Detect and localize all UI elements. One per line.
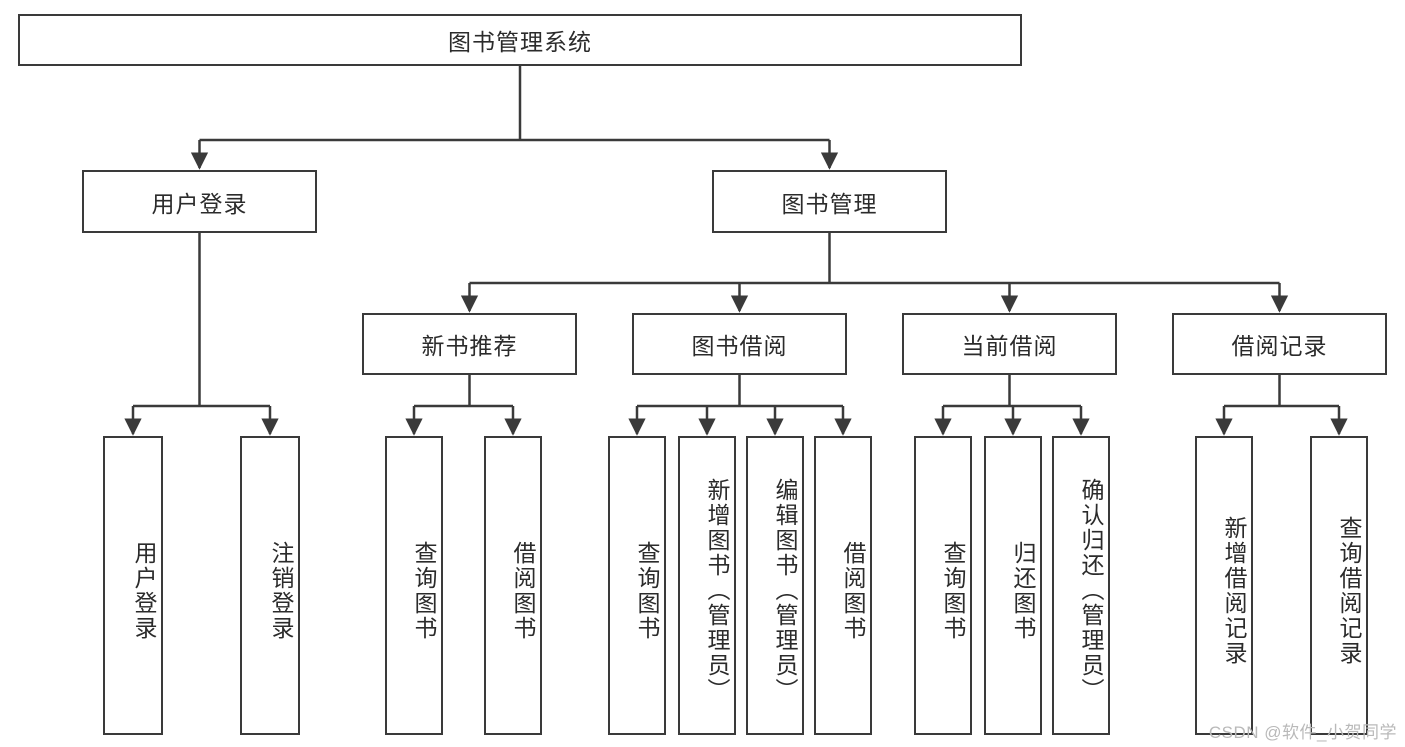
node-leaf-nb-borrow[interactable]: 借阅图书 xyxy=(484,436,542,735)
node-newbook[interactable]: 新书推荐 xyxy=(362,313,577,375)
node-leaf-bo-add[interactable]: 新增图书（管理员） xyxy=(678,436,736,735)
node-label: 用户登录 xyxy=(131,540,157,641)
watermark-text: CSDN @软件_小贺同学 xyxy=(1208,723,1397,742)
node-label: 新增图书（管理员） xyxy=(704,478,730,703)
node-label: 图书借阅 xyxy=(691,333,788,359)
node-label: 编辑图书（管理员） xyxy=(772,478,798,703)
node-label: 图书管理系统 xyxy=(448,29,592,55)
node-label: 归还图书 xyxy=(1010,540,1036,641)
node-label: 新增借阅记录 xyxy=(1221,515,1247,666)
node-leaf-cur-return[interactable]: 归还图书 xyxy=(984,436,1042,735)
node-label: 用户登录 xyxy=(151,190,248,217)
node-label: 查询图书 xyxy=(940,540,966,641)
node-login[interactable]: 用户登录 xyxy=(82,170,317,233)
node-label: 图书管理 xyxy=(781,190,878,217)
node-root[interactable]: 图书管理系统 xyxy=(18,14,1022,66)
node-label: 借阅图书 xyxy=(840,540,866,641)
node-label: 新书推荐 xyxy=(421,333,518,359)
node-leaf-nb-query[interactable]: 查询图书 xyxy=(385,436,443,735)
node-label: 当前借阅 xyxy=(961,333,1058,359)
node-borrow[interactable]: 图书借阅 xyxy=(632,313,847,375)
node-leaf-bo-edit[interactable]: 编辑图书（管理员） xyxy=(746,436,804,735)
node-leaf-cur-confirm[interactable]: 确认归还（管理员） xyxy=(1052,436,1110,735)
node-label: 借阅记录 xyxy=(1231,333,1328,359)
node-label: 查询借阅记录 xyxy=(1336,515,1362,666)
node-leaf-cur-query[interactable]: 查询图书 xyxy=(914,436,972,735)
node-leaf-bo-borrow[interactable]: 借阅图书 xyxy=(814,436,872,735)
node-bookmgmt[interactable]: 图书管理 xyxy=(712,170,947,233)
node-records[interactable]: 借阅记录 xyxy=(1172,313,1387,375)
node-leaf-bo-query[interactable]: 查询图书 xyxy=(608,436,666,735)
node-leaf-user-login[interactable]: 用户登录 xyxy=(103,436,163,735)
node-label: 确认归还（管理员） xyxy=(1078,478,1104,703)
node-leaf-rec-add[interactable]: 新增借阅记录 xyxy=(1195,436,1253,735)
node-label: 注销登录 xyxy=(268,540,294,641)
node-label: 借阅图书 xyxy=(510,540,536,641)
node-label: 查询图书 xyxy=(634,540,660,641)
node-leaf-rec-query[interactable]: 查询借阅记录 xyxy=(1310,436,1368,735)
node-current[interactable]: 当前借阅 xyxy=(902,313,1117,375)
node-label: 查询图书 xyxy=(411,540,437,641)
node-leaf-user-logout[interactable]: 注销登录 xyxy=(240,436,300,735)
